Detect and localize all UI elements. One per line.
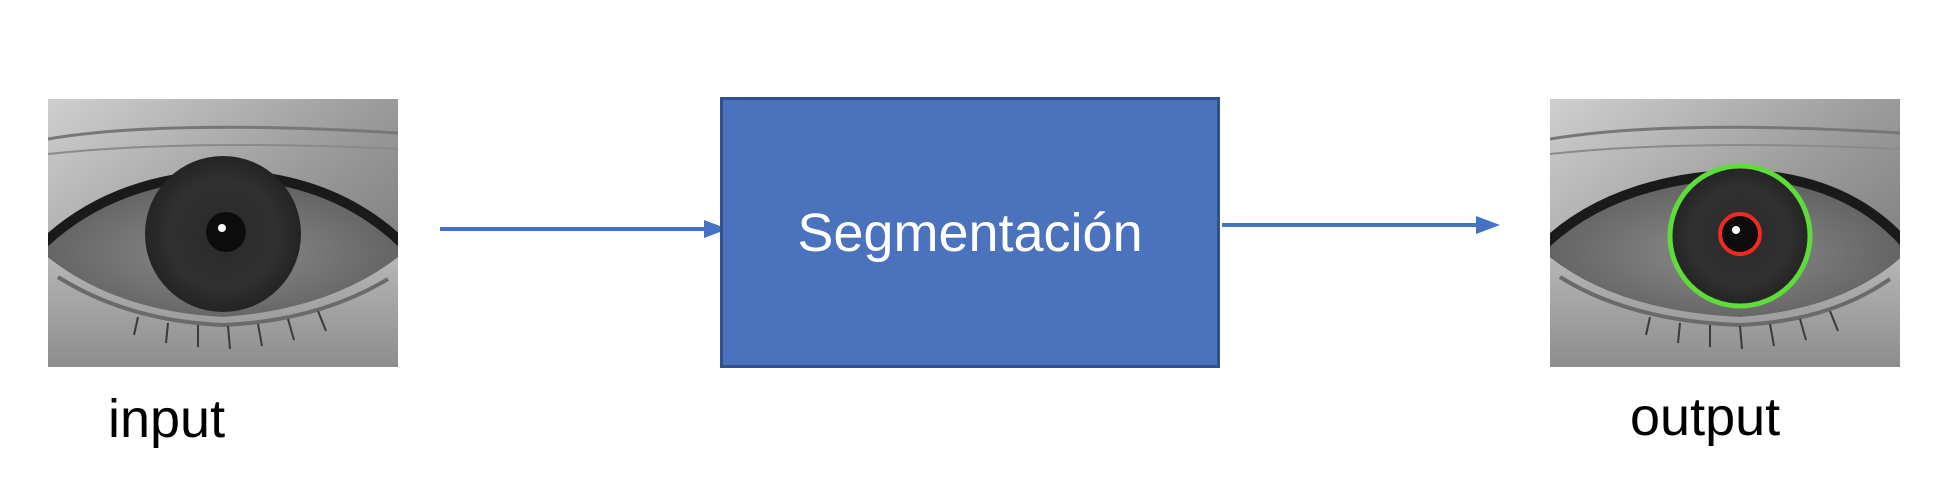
input-label: input bbox=[108, 389, 226, 449]
process-label: Segmentación bbox=[797, 202, 1143, 263]
output-arrow bbox=[1222, 216, 1500, 234]
segmentation-process-box: Segmentación bbox=[720, 97, 1220, 368]
output-eye-image bbox=[1550, 99, 1900, 367]
input-arrow bbox=[440, 220, 728, 238]
pupil-boundary-circle bbox=[1718, 212, 1762, 256]
output-label: output bbox=[1630, 387, 1781, 447]
input-eye-image bbox=[48, 99, 398, 367]
iris-boundary-circle bbox=[1667, 163, 1813, 309]
